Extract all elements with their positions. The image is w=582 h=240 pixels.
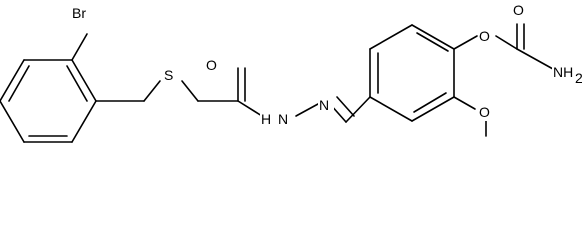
molecule-structure: Br S O H N N O O O NH 2	[0, 1, 582, 143]
methoxy-oxygen-label: O	[479, 104, 490, 120]
atom-labels: Br S O H N N O O O NH 2	[71, 1, 582, 128]
amide-oxygen-label: O	[206, 57, 217, 73]
imine-nitrogen-label: N	[319, 97, 329, 113]
sulfur-label: S	[164, 67, 173, 83]
hydrazide-n-label: N	[278, 111, 288, 127]
hydrazide-h-label: H	[261, 111, 271, 127]
terminal-amide-oxygen-label: O	[513, 2, 524, 18]
amine-subscript-label: 2	[575, 70, 582, 86]
amine-nh-label: NH	[553, 64, 573, 80]
bromine-label: Br	[72, 5, 86, 21]
bond-lines	[0, 23, 554, 143]
ether-oxygen-label: O	[479, 28, 490, 44]
